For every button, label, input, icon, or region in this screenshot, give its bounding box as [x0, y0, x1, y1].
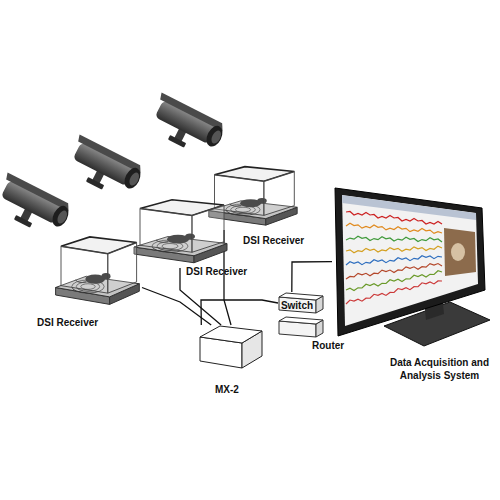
- node-label: DSI Receiver: [243, 234, 304, 247]
- camera-lens-glass: [128, 171, 141, 187]
- switch-box: Switch: [278, 292, 324, 314]
- screen-content: [342, 195, 476, 304]
- camera-hood: [4, 172, 71, 211]
- node-shape: [198, 325, 264, 370]
- camera-bracket: [14, 215, 32, 228]
- box-top: [200, 326, 262, 343]
- signal-trace: [346, 264, 442, 279]
- node-label: Switch: [278, 299, 316, 312]
- monitor-frame: [335, 188, 485, 336]
- monitor-screen: [342, 195, 478, 326]
- signal-trace: [346, 271, 442, 291]
- cable-line: [292, 262, 332, 292]
- cage-side: [192, 205, 224, 252]
- camera-bracket: [168, 135, 186, 148]
- camera-lens: [203, 123, 225, 149]
- camera-hood: [76, 134, 143, 173]
- node-label: Router: [312, 339, 344, 352]
- amplifier-box: MX-2: [198, 325, 264, 370]
- node-shape: [278, 316, 324, 338]
- node-shape: [52, 235, 142, 310]
- node-label: DSI Receiver: [37, 316, 98, 329]
- node-label: DSI Receiver: [186, 265, 247, 278]
- receiver-box: DSI Receiver: [52, 235, 142, 310]
- box-top: [279, 317, 323, 324]
- signal-trace: [346, 246, 442, 253]
- cage-side: [108, 243, 137, 294]
- screen-toolbar: [342, 195, 476, 220]
- node-label: Data Acquisition and Analysis System: [372, 356, 500, 382]
- signal-trace: [346, 256, 442, 265]
- signal-trace: [346, 212, 442, 225]
- camera-lens: [121, 165, 143, 191]
- camera-icon: [144, 92, 228, 160]
- signal-trace: [346, 236, 442, 242]
- cage-front: [140, 209, 192, 253]
- camera-icon: [62, 134, 146, 202]
- camera-lens: [49, 203, 71, 229]
- node-label: MX-2: [215, 383, 239, 396]
- camera-bracket: [86, 177, 104, 190]
- node-shape: [332, 180, 492, 350]
- node-shape: [130, 198, 230, 268]
- signal-trace: [346, 223, 442, 233]
- cage-front: [61, 246, 108, 293]
- camera-hood: [158, 92, 225, 131]
- receiver-box: DSI Receiver: [130, 198, 230, 268]
- video-subject: [451, 243, 465, 261]
- camera-icon: [0, 172, 74, 240]
- cage-side: [264, 172, 294, 216]
- router-box: Router: [278, 316, 324, 338]
- box-top: [279, 293, 323, 300]
- video-panel: [444, 228, 476, 276]
- signal-trace: [346, 281, 442, 304]
- monitor-box: Data Acquisition and Analysis System: [332, 180, 492, 350]
- camera-lens-glass: [56, 209, 69, 225]
- cable-line: [201, 300, 278, 325]
- camera-lens-glass: [210, 129, 223, 145]
